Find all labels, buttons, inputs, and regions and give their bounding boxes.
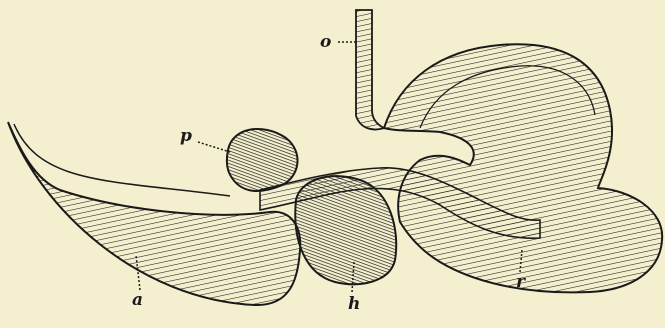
leader-p xyxy=(198,142,230,152)
label-a: a xyxy=(132,292,143,309)
tube-o xyxy=(356,10,384,130)
bulb-p xyxy=(227,129,298,191)
label-o: o xyxy=(320,34,331,51)
label-r: r xyxy=(516,274,525,291)
chamber-r xyxy=(384,44,662,292)
label-p: p xyxy=(180,128,192,145)
label-h: h xyxy=(348,296,360,313)
